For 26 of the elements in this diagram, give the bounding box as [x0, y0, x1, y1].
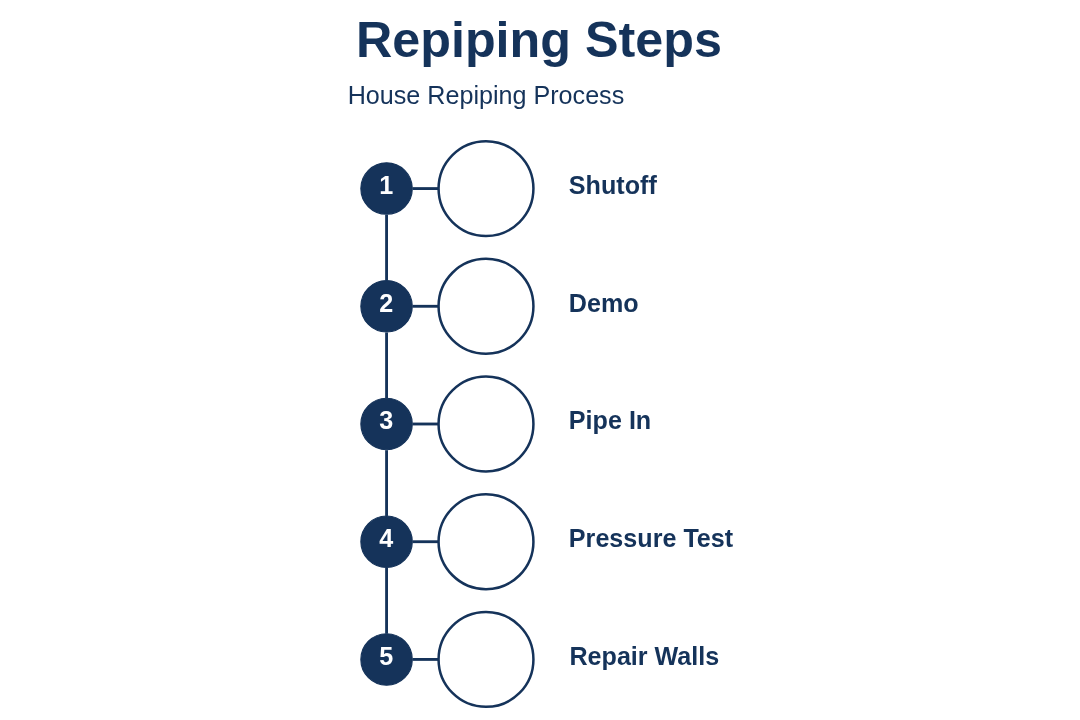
connector — [385, 332, 388, 399]
connector — [412, 658, 439, 661]
connector — [385, 450, 388, 516]
node-circle: 3 — [360, 397, 413, 451]
node-circle: 5 — [360, 633, 413, 686]
node-circle — [437, 610, 535, 709]
connector — [412, 540, 439, 544]
node-circle — [437, 257, 535, 355]
node-label: Shutoff — [568, 170, 657, 199]
node-circle: 1 — [360, 162, 413, 215]
node-circle: 2 — [360, 280, 413, 333]
connector — [412, 187, 439, 190]
node-label: Pipe In — [568, 406, 652, 435]
connector — [412, 422, 439, 426]
node-circle: 4 — [360, 515, 413, 568]
node-label: Repair Walls — [569, 641, 720, 670]
node-circle — [437, 493, 535, 591]
node-circle — [437, 139, 535, 238]
connector — [412, 304, 439, 308]
node-label: Pressure Test — [568, 523, 734, 552]
connector — [385, 567, 388, 634]
connector — [385, 214, 388, 281]
label: House Repiping Process — [347, 81, 625, 110]
node-circle — [437, 375, 535, 473]
diagram-title: Repiping Steps — [356, 10, 722, 68]
node-label: Demo — [568, 288, 639, 317]
